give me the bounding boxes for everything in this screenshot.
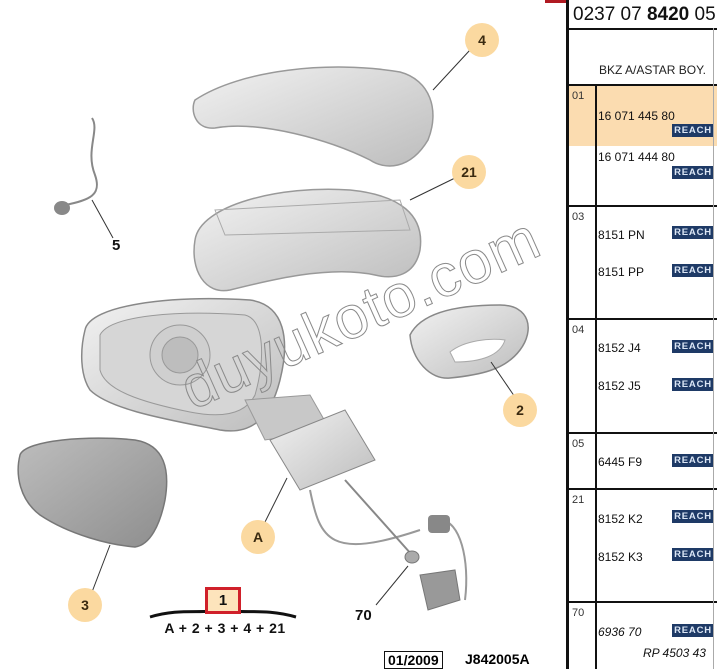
row-number: 70 (572, 607, 585, 619)
divider (569, 601, 717, 603)
mirror-cover-part-4 (192, 66, 434, 167)
part-number[interactable]: 16 071 445 80 (598, 109, 675, 123)
row-number: 03 (572, 211, 585, 223)
divider (569, 318, 717, 320)
table-row-05[interactable]: 05 6445 F9 REACH (569, 434, 717, 490)
footer-code: J842005A (465, 651, 530, 667)
part-number[interactable]: 8152 J4 (598, 341, 641, 355)
reach-badge: REACH (672, 340, 714, 353)
reference-number: 0237 07 8420 05 (573, 4, 716, 26)
part-number[interactable]: 8152 K3 (598, 550, 643, 564)
mirror-frame (80, 298, 376, 491)
reach-badge: REACH (672, 124, 714, 137)
column-header: BKZ A/ASTAR BOY. (599, 63, 706, 77)
part-number[interactable]: 16 071 444 80 (598, 150, 675, 164)
mirror-housing-part-21 (193, 188, 422, 292)
divider (569, 432, 717, 434)
column-divider-right (713, 28, 714, 669)
reach-badge: REACH (672, 548, 714, 561)
callout-70[interactable]: 70 (355, 607, 372, 624)
table-row-70[interactable]: 70 6936 70 REACH RP 4503 43 (569, 603, 717, 669)
exploded-parts-diagram: 4 21 5 2 A 3 70 1 A + 2 + 3 + 4 + 21 duy… (17, 0, 569, 669)
divider (569, 205, 717, 207)
row-number: 21 (572, 494, 585, 506)
part-number[interactable]: 8152 J5 (598, 379, 641, 393)
callout-label: 4 (478, 32, 486, 48)
replacement-part-note: RP 4503 43 (643, 646, 706, 660)
reach-badge: REACH (672, 166, 714, 179)
ref-prefix: 0237 07 (573, 4, 647, 25)
callout-A[interactable]: A (241, 520, 275, 554)
table-row-04[interactable]: 04 8152 J4 REACH 8152 J5 REACH (569, 320, 717, 432)
callout-3[interactable]: 3 (68, 588, 102, 622)
table-row-21[interactable]: 21 8152 K2 REACH 8152 K3 REACH (569, 490, 717, 602)
red-accent-bar (545, 0, 569, 3)
ref-bold: 8420 (646, 4, 690, 25)
callout-label: 21 (461, 164, 477, 180)
table-row-01[interactable]: 01 16 071 445 80 REACH (569, 86, 717, 146)
mirror-illustration (17, 49, 529, 619)
part-number[interactable]: 6936 70 (598, 625, 642, 639)
callout-5[interactable]: 5 (112, 237, 121, 254)
table-row-03[interactable]: 03 8151 PN REACH 8151 PP REACH (569, 207, 717, 319)
row-number: 05 (572, 438, 585, 450)
callout-label: 3 (81, 597, 89, 613)
selected-assembly-ref[interactable]: 1 (205, 587, 241, 614)
callout-21[interactable]: 21 (452, 155, 486, 189)
divider (569, 84, 717, 86)
part-number[interactable]: 8151 PP (598, 265, 645, 279)
callout-label: A (252, 529, 264, 545)
assembly-formula: A + 2 + 3 + 4 + 21 (164, 620, 286, 636)
reach-badge: REACH (672, 226, 714, 239)
assembly-ref-label: 1 (218, 592, 228, 609)
reach-badge: REACH (672, 624, 714, 637)
table-row-01b[interactable]: 16 071 444 80 REACH (569, 146, 717, 206)
reach-badge: REACH (672, 378, 714, 391)
callout-label: 2 (516, 402, 524, 418)
ring-part-2 (409, 304, 529, 379)
divider (569, 488, 717, 490)
reach-badge: REACH (672, 454, 714, 467)
callout-2[interactable]: 2 (503, 393, 537, 427)
row-number: 01 (572, 90, 585, 102)
callout-4[interactable]: 4 (465, 23, 499, 57)
footer-date: 01/2009 (384, 651, 443, 669)
part-number[interactable]: 8152 K2 (598, 512, 643, 526)
part-number[interactable]: 6445 F9 (598, 455, 643, 469)
parts-table: 0237 07 8420 05 BKZ A/ASTAR BOY. 01 16 0… (566, 0, 717, 669)
column-divider (595, 85, 597, 669)
divider (569, 28, 717, 30)
part-number[interactable]: 8151 PN (598, 228, 645, 242)
row-number: 04 (572, 324, 585, 336)
mirror-glass-part-3 (17, 437, 168, 548)
ref-suffix: 05 (689, 4, 716, 25)
reach-badge: REACH (672, 264, 714, 277)
reach-badge: REACH (672, 510, 714, 523)
